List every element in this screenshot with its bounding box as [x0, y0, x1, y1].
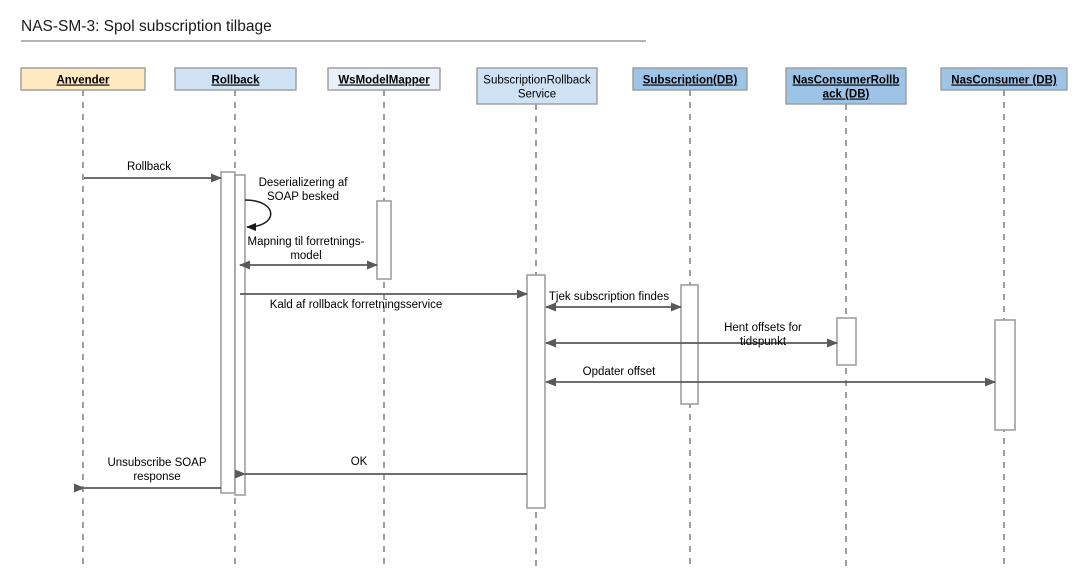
message-msg-rollback[interactable]: Rollback: [84, 161, 222, 183]
actor-label: Anvender: [56, 75, 110, 87]
message-label: Opdater offset: [583, 366, 656, 378]
actor-box: [327, 67, 441, 91]
message-label: Mapning til forretnings-model: [248, 236, 365, 262]
message-label: Kald af rollback forretningsservice: [270, 299, 443, 311]
activation-bar-nasconsumer: [994, 319, 1016, 431]
actor-label: Subscription(DB): [643, 75, 738, 87]
actor-header-rollback[interactable]: Rollback: [174, 67, 297, 91]
actor-box: [476, 67, 598, 105]
actor-box: [20, 67, 146, 91]
message-label: OK: [351, 456, 368, 468]
activation-bar-rollback: [220, 171, 236, 494]
actor-header-anvender[interactable]: Anvender: [20, 67, 146, 91]
actor-label: Rollback: [212, 75, 261, 87]
activation-bar-nasrollback: [836, 317, 857, 366]
message-label: Rollback: [127, 161, 171, 173]
message-msg-tjek-subscription[interactable]: Tjek subscription findes: [545, 291, 682, 312]
message-msg-opdater-offset[interactable]: Opdater offset: [545, 366, 996, 387]
actor-box: [174, 67, 297, 91]
actor-header-wsmapper[interactable]: WsModelMapper: [327, 67, 441, 91]
message-msg-mapning[interactable]: Mapning til forretnings-model: [239, 236, 378, 270]
actor-label: NasConsumer (DB): [951, 75, 1057, 87]
actor-box: [632, 67, 748, 91]
actor-headers-group: Anvender Rollback WsModelMapper Subscriptio…: [20, 67, 1068, 105]
self-message-arrow: [244, 199, 272, 231]
page-title: NAS-SM-3: Spol subscription tilbage: [21, 18, 272, 35]
activation-bar-srservice: [526, 274, 546, 509]
activation-bar-rollback: [234, 174, 246, 496]
activation-bar-wsmapper: [376, 200, 392, 280]
message-label: Tjek subscription findes: [549, 291, 669, 303]
actor-header-subdb[interactable]: Subscription(DB): [632, 67, 748, 91]
actor-box: [785, 67, 907, 105]
actor-header-nasconsumer[interactable]: NasConsumer (DB): [940, 67, 1068, 91]
actor-label: WsModelMapper: [338, 75, 430, 87]
message-msg-ok[interactable]: OK: [235, 456, 527, 479]
activation-bars-group: [220, 171, 1016, 509]
actor-box: [940, 67, 1068, 91]
message-msg-kald-rollback[interactable]: Kald af rollback forretningsservice: [240, 289, 528, 311]
activation-bar-subdb: [680, 284, 699, 405]
